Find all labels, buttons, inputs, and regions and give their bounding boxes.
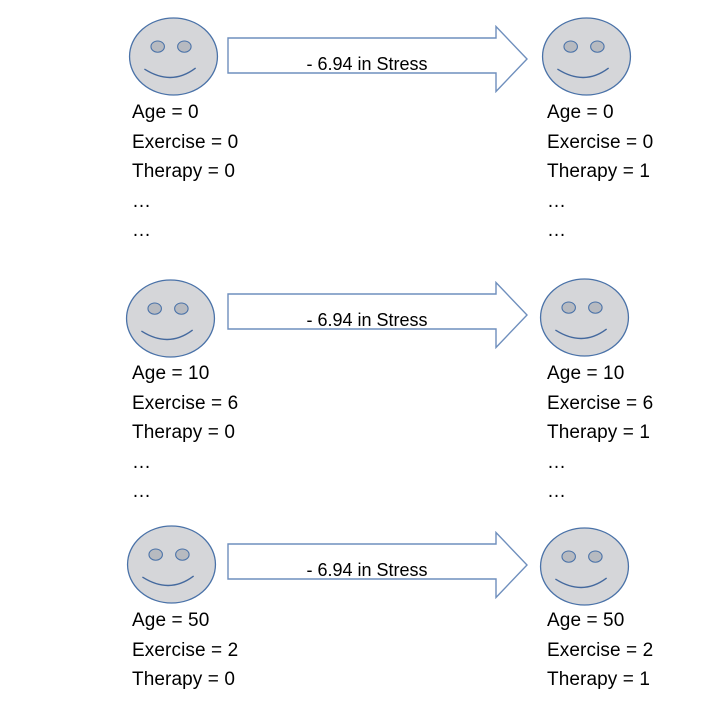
attribute-line: Exercise = 0 <box>132 131 239 153</box>
effect-arrow: - 6.94 in Stress <box>227 531 528 599</box>
attribute-line: … <box>547 190 567 212</box>
smiley-face-after-icon <box>539 278 630 357</box>
attribute-line: Therapy = 1 <box>547 669 651 690</box>
attributes-before: Age = 50 Exercise = 2 Therapy = 0 <box>132 606 238 695</box>
attribute-line: … <box>132 481 152 502</box>
attribute-line: Age = 0 <box>132 102 199 123</box>
effect-arrow-label: - 6.94 in Stress <box>306 54 427 74</box>
smiley-face-after-icon <box>541 17 632 96</box>
effect-arrow-label: - 6.94 in Stress <box>306 310 427 330</box>
attributes-after: Age = 0 Exercise = 0 Therapy = 1 … … <box>547 98 653 246</box>
attribute-line: Exercise = 2 <box>547 639 654 661</box>
attribute-line: … <box>547 220 567 241</box>
smiley-face-before-icon <box>125 279 216 358</box>
attribute-line: … <box>132 451 152 473</box>
attribute-line: Therapy = 0 <box>132 669 236 690</box>
attributes-before: Age = 0 Exercise = 0 Therapy = 0 … … <box>132 98 238 246</box>
attribute-line: … <box>132 190 152 212</box>
attribute-line: Exercise = 2 <box>132 639 239 661</box>
attribute-line: Therapy = 1 <box>547 422 651 443</box>
attributes-before: Age = 10 Exercise = 6 Therapy = 0 … … <box>132 359 238 507</box>
effect-arrow: - 6.94 in Stress <box>227 25 528 93</box>
attribute-line: Age = 10 <box>547 363 625 384</box>
attribute-line: … <box>547 451 567 473</box>
attribute-line: Therapy = 0 <box>132 422 236 443</box>
attribute-line: Age = 50 <box>132 610 210 631</box>
attributes-after: Age = 50 Exercise = 2 Therapy = 1 <box>547 606 653 695</box>
smiley-face-before-icon <box>128 17 219 96</box>
attribute-line: Therapy = 0 <box>132 161 236 182</box>
smiley-face-before-icon <box>126 525 217 604</box>
attribute-line: … <box>547 481 567 502</box>
attribute-line: Exercise = 0 <box>547 131 654 153</box>
effect-arrow: - 6.94 in Stress <box>227 281 528 349</box>
smiley-face-after-icon <box>539 527 630 606</box>
attribute-line: Age = 10 <box>132 363 210 384</box>
attribute-line: Therapy = 1 <box>547 161 651 182</box>
attribute-line: Age = 0 <box>547 102 614 123</box>
effect-arrow-label: - 6.94 in Stress <box>306 560 427 580</box>
attributes-after: Age = 10 Exercise = 6 Therapy = 1 … … <box>547 359 653 507</box>
attribute-line: … <box>132 220 152 241</box>
attribute-line: Exercise = 6 <box>547 392 654 414</box>
attribute-line: Age = 50 <box>547 610 625 631</box>
attribute-line: Exercise = 6 <box>132 392 239 414</box>
